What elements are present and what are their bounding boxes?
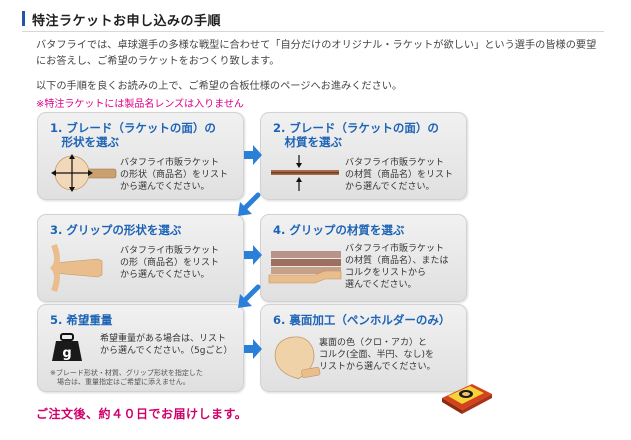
- grip-shape-icon: [50, 243, 103, 293]
- page-title: 特注ラケットお申し込みの手順: [32, 14, 222, 29]
- step-card-1[interactable]: 1. ブレード（ラケットの面）の 形状を選ぶ バタフライ市販ラケット の形状（商…: [37, 112, 244, 200]
- penholder-back-icon: [274, 336, 321, 380]
- step-4-description: バタフライ市販ラケット の材質（商品名）、または コルクをリストから 選んでくだ…: [345, 244, 449, 290]
- step-2-title: 2. ブレード（ラケットの面）の 材質を選ぶ: [273, 121, 439, 149]
- step-5-title: 5. 希望重量: [50, 313, 113, 327]
- delivery-notice: ご注文後、約４０日でお届けします。: [36, 407, 248, 421]
- step-6-description: 裏面の色（クロ・アカ）と コルク(全面、半円、なし)を リストから選んでください…: [319, 338, 436, 372]
- racket-box-icon: [442, 384, 492, 414]
- step-card-5[interactable]: 5. 希望重量 希望重量がある場合は、リスト から選んでください。（5gごと） …: [37, 304, 244, 392]
- arrow-right-icon: [244, 245, 262, 265]
- blade-shape-icon: [51, 154, 117, 192]
- step-2-description: バタフライ市販ラケット の材質（商品名）をリスト から選んでください。: [345, 158, 454, 192]
- weight-icon: g: [52, 333, 82, 361]
- blade-material-icon: [271, 155, 339, 191]
- arrow-right-icon: [244, 339, 262, 359]
- step-5-note: ※ブレード形状・材質、グリップ形状を指定した 場合は、重量指定はご希望に添えませ…: [50, 369, 203, 386]
- step-card-4[interactable]: 4. グリップの材質を選ぶ バタフライ市販ラケット の材質（商品名）、または コ…: [260, 214, 467, 302]
- intro-line-1: バタフライでは、卓球選手の多様な戦型に合わせて「自分だけのオリジナル・ラケットが…: [36, 40, 597, 51]
- step-3-title: 3. グリップの形状を選ぶ: [50, 223, 182, 237]
- section-header: 特注ラケットお申し込みの手順: [22, 9, 604, 32]
- step-card-2[interactable]: 2. ブレード（ラケットの面）の 材質を選ぶ バタフライ市販ラケット の材質（商…: [260, 112, 467, 200]
- step-5-description: 希望重量がある場合は、リスト から選んでください。（5gごと）: [100, 334, 233, 356]
- grip-material-icon: [268, 251, 342, 284]
- step-1-description: バタフライ市販ラケット の形状（商品名）をリスト から選んでください。: [120, 158, 229, 192]
- step-card-6[interactable]: 6. 裏面加工（ペンホルダーのみ） 裏面の色（クロ・アカ）と コルク(全面、半円…: [260, 304, 467, 392]
- step-3-description: バタフライ市販ラケット の形（商品名）をリスト から選んでください。: [120, 246, 220, 280]
- weight-unit-label: g: [62, 346, 71, 361]
- arrow-right-icon: [244, 145, 262, 165]
- intro-paragraph: バタフライでは、卓球選手の多様な戦型に合わせて「自分だけのオリジナル・ラケットが…: [36, 38, 616, 70]
- step-1-title: 1. ブレード（ラケットの面）の 形状を選ぶ: [50, 121, 216, 149]
- arrow-down-left-icon: [238, 284, 261, 308]
- intro-line-2: にお答えし、ご希望のラケットをおつくり致します。: [36, 56, 280, 67]
- notice-text: ※特注ラケットには製品名レンズは入りません: [36, 99, 244, 110]
- arrow-down-left-icon: [238, 192, 261, 216]
- step-card-3[interactable]: 3. グリップの形状を選ぶ バタフライ市販ラケット の形（商品名）をリスト から…: [37, 214, 244, 302]
- step-4-title: 4. グリップの材質を選ぶ: [273, 223, 405, 237]
- step-6-title: 6. 裏面加工（ペンホルダーのみ）: [273, 313, 451, 327]
- title-accent-bar: [22, 11, 25, 26]
- intro-instruction: 以下の手順を良くお読みの上で、ご希望の合板仕様のページへお進みください。: [36, 81, 403, 92]
